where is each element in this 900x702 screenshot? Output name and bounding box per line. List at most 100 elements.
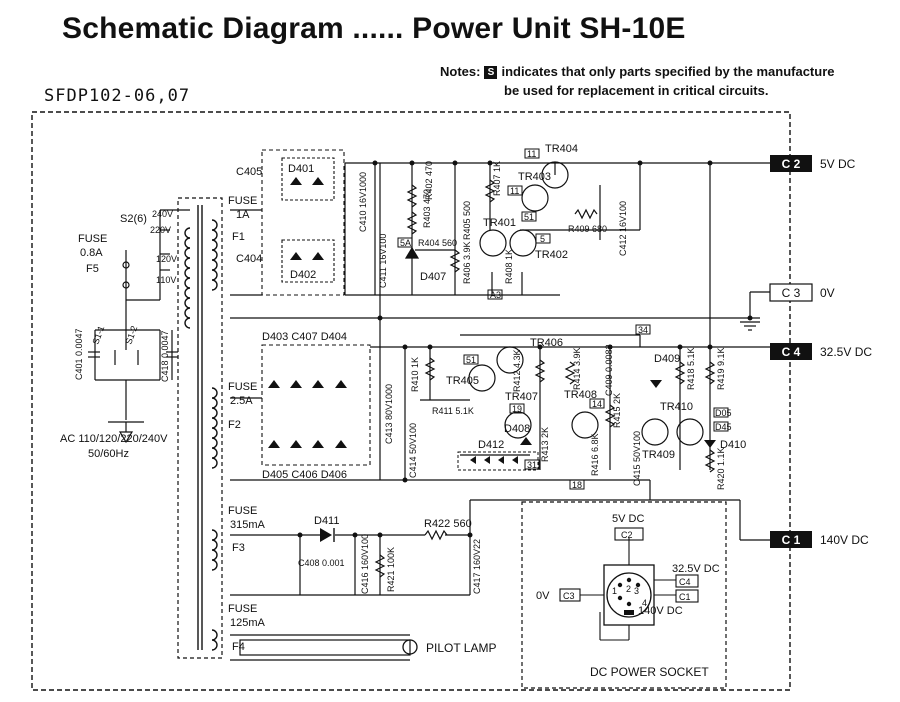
- ac-input-voltage: AC 110/120/220/240V: [60, 433, 168, 445]
- socket-5v-label: 5V DC: [612, 513, 644, 525]
- c409-label: C409 0.0082: [604, 344, 614, 396]
- socket-title: DC POWER SOCKET: [590, 665, 709, 679]
- d401-label: D401: [288, 163, 314, 175]
- fuse4-label: FUSE: [228, 603, 257, 615]
- tap-110v: 110V: [156, 275, 176, 285]
- socket-140v-label: 140V DC: [638, 605, 683, 617]
- tap-240v: 240V: [152, 209, 173, 219]
- bridge-5v: [261, 149, 345, 296]
- fuse1-label: FUSE: [228, 195, 257, 207]
- resistors-32v: [424, 357, 716, 473]
- notes-line2: be used for replacement in critical circ…: [504, 83, 769, 98]
- bridge-32v-top-parts: D403 C407 D404: [262, 331, 347, 343]
- notes-prefix: Notes:: [440, 64, 481, 79]
- d402-label: D402: [290, 269, 316, 281]
- tr410-label: TR410: [660, 401, 693, 413]
- socket-outline: [521, 501, 727, 689]
- c416-label: C416 160V100: [360, 534, 370, 594]
- connector-c4-id: C 4: [782, 345, 801, 359]
- tr404-label: TR404: [545, 143, 578, 155]
- r409-label: R409 680: [568, 224, 607, 234]
- r418-label: R418 5.1K: [686, 347, 696, 390]
- switch-s2-label: S2(6): [120, 213, 147, 225]
- tr402-label: TR402: [535, 249, 568, 261]
- d407-label: D407: [420, 271, 446, 283]
- r408-label: R408 1K: [504, 249, 514, 284]
- bridge-32v-bottom-parts: D405 C406 D406: [262, 469, 347, 481]
- tag-32v-5: 31: [527, 460, 537, 470]
- rail-5v: [230, 162, 770, 480]
- bridge-32v: [261, 344, 371, 466]
- tag-5v-3: 51: [524, 212, 534, 222]
- c414-label: C414 50V100: [408, 423, 418, 478]
- r422-label: R422 560: [424, 518, 472, 530]
- r402-label: R402 470: [424, 161, 434, 200]
- fuse2-ref: F2: [228, 419, 241, 431]
- tag-32v-6: 18: [572, 480, 582, 490]
- fuse1-rating: 1A: [236, 209, 250, 221]
- pilot-lamp-icon: [402, 639, 418, 655]
- tap-220v: 220V: [150, 225, 171, 235]
- socket-c2-tag: C2: [621, 530, 633, 540]
- tag-5v-2: 11: [510, 186, 519, 196]
- c410-label: C410 16V1000: [358, 172, 368, 232]
- fuse4-rating: 125mA: [230, 617, 266, 629]
- d408-label: D408: [504, 423, 530, 435]
- c404-label: C404: [236, 253, 262, 265]
- tag-32v-1: 34: [638, 325, 648, 335]
- tr406-label: TR406: [530, 337, 563, 349]
- ac-input-frequency: 50/60Hz: [88, 448, 129, 460]
- tags-32v: [463, 324, 729, 490]
- r412-label: R412 4.3K: [512, 349, 522, 392]
- fuse3-label: FUSE: [228, 505, 257, 517]
- d412-label: D412: [478, 439, 504, 451]
- connector-c1-id: C 1: [782, 533, 801, 547]
- tags-5v: [397, 148, 551, 300]
- wires-5v: [404, 246, 523, 295]
- c412-label: C412 16V100: [618, 201, 628, 256]
- page-title: Schematic Diagram ...... Power Unit SH-1…: [62, 12, 686, 45]
- r415-label: R415 2K: [612, 393, 622, 428]
- tag-5v-5: 5: [540, 234, 545, 244]
- r421-label: R421 100K: [386, 547, 396, 592]
- switch-s1-1-label: S1-1: [90, 324, 106, 345]
- tag-5v-6: A3: [490, 290, 501, 300]
- connector-c2-id: C 2: [782, 157, 801, 171]
- c415-label: C415 50V100: [632, 431, 642, 486]
- c417-label: C417 160V22: [472, 539, 482, 594]
- connector-c1: C 1 140V DC: [770, 531, 869, 548]
- socket-c4-tag: C4: [679, 577, 691, 587]
- socket-32v-label: 32.5V DC: [672, 563, 720, 575]
- fuse4-ref: F4: [232, 641, 245, 653]
- fuse3-rating: 315mA: [230, 519, 266, 531]
- tr401-label: TR401: [483, 217, 516, 229]
- pilot-lamp-label: PILOT LAMP: [426, 641, 496, 655]
- c405-label: C405: [236, 166, 262, 178]
- socket-c1-tag: C1: [679, 592, 691, 602]
- socket-c3-tag: C3: [563, 591, 575, 601]
- c401-label: C401 0.0047: [74, 328, 84, 380]
- fuse5-label: FUSE: [78, 233, 107, 245]
- board-outline: [31, 111, 791, 691]
- tap-120v: 120V: [156, 254, 177, 264]
- tag-32v-3: 19: [512, 404, 522, 414]
- tr408-label: TR408: [564, 389, 597, 401]
- c408-label: C408 0.001: [298, 558, 345, 568]
- connector-c4: C 4 32.5V DC: [770, 343, 872, 360]
- secondary-windings: [211, 219, 218, 651]
- r407-label: R407 1K: [492, 161, 502, 196]
- r405-label: R405 500: [462, 201, 472, 240]
- d411-label: D411: [314, 515, 339, 527]
- transistors-32v: [468, 346, 704, 446]
- model-code: SFDP102-06,07: [44, 86, 191, 106]
- resistors-5v: [406, 179, 598, 273]
- socket-pin-1: 1: [612, 586, 617, 596]
- r420-label: R420 1.1K: [716, 447, 726, 490]
- tr409-label: TR409: [642, 449, 675, 461]
- tr403-label: TR403: [518, 171, 551, 183]
- connector-c4-voltage: 32.5V DC: [820, 345, 872, 359]
- tag-32v-8: D45: [715, 422, 732, 432]
- r411-label: R411 5.1K: [432, 406, 474, 416]
